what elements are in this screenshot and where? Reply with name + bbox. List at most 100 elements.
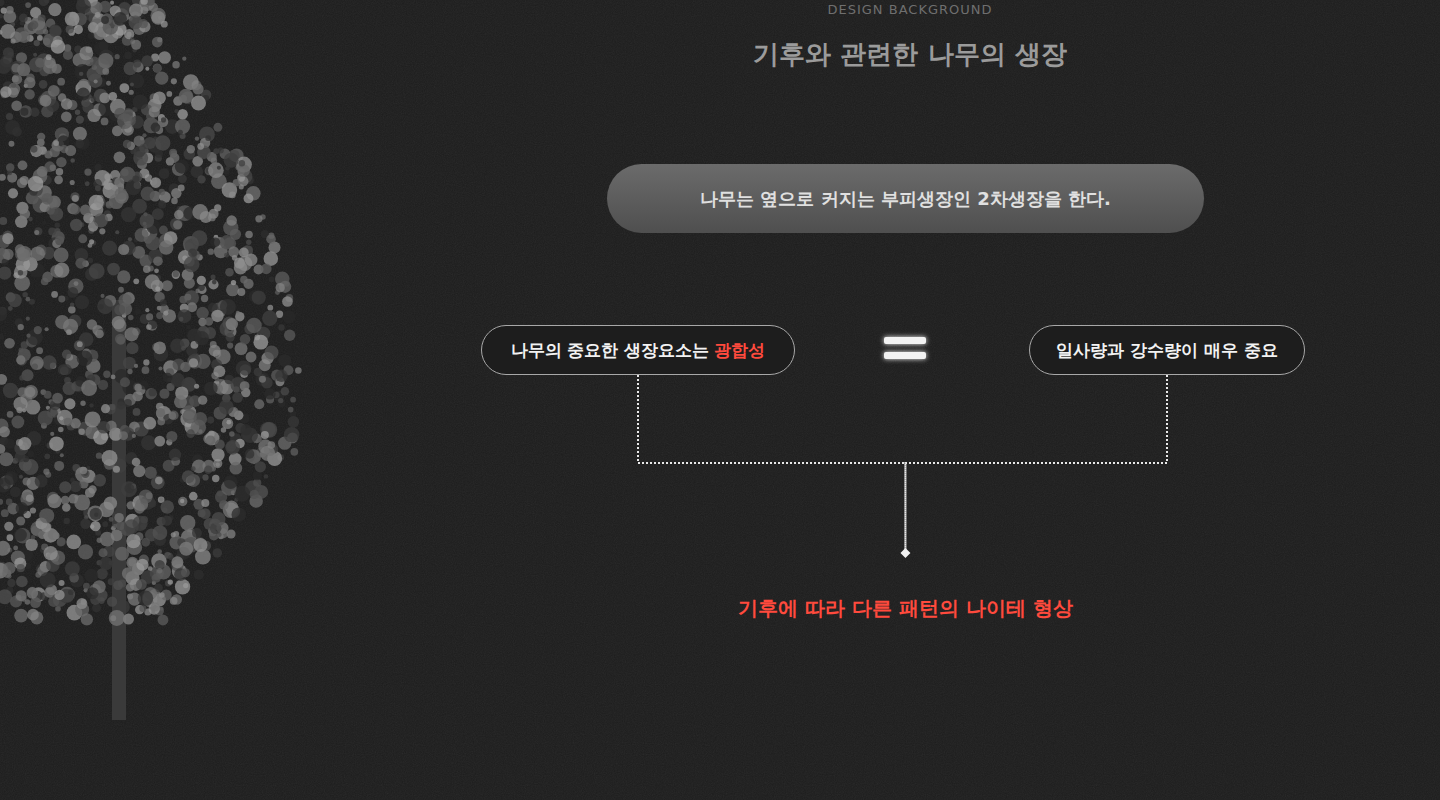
foliage: [65, 12, 80, 27]
foliage: [186, 429, 195, 438]
foliage: [153, 64, 162, 73]
foliage: [88, 485, 96, 493]
foliage: [18, 31, 30, 43]
factor-pill: 일사량과 강수량이 매우 중요: [1029, 325, 1305, 375]
foliage: [133, 278, 139, 284]
foliage: [118, 244, 129, 255]
foliage: [149, 389, 157, 397]
foliage: [192, 528, 202, 538]
foliage: [100, 294, 104, 298]
foliage: [119, 431, 128, 440]
foliage: [109, 561, 114, 566]
foliage: [191, 95, 206, 110]
foliage: [115, 230, 119, 234]
foliage: [171, 556, 183, 568]
foliage: [14, 529, 27, 542]
foliage: [88, 22, 99, 33]
foliage: [44, 161, 55, 172]
foliage: [0, 248, 5, 255]
foliage: [44, 453, 50, 459]
foliage: [13, 545, 18, 550]
foliage: [282, 296, 293, 307]
foliage: [109, 404, 115, 410]
foliage: [30, 145, 42, 157]
foliage: [59, 481, 71, 493]
foliage: [8, 306, 13, 311]
foliage: [118, 287, 124, 293]
foliage: [95, 330, 104, 339]
foliage: [163, 309, 177, 323]
foliage: [134, 503, 145, 514]
foliage: [98, 380, 108, 390]
foliage: [155, 71, 168, 84]
foliage: [275, 370, 287, 382]
foliage: [212, 512, 226, 526]
foliage: [98, 304, 103, 309]
section-label-text: DESIGN BACKGROUND: [827, 2, 992, 17]
foliage: [11, 83, 16, 88]
foliage: [18, 270, 23, 275]
foliage: [99, 93, 110, 104]
foliage: [261, 263, 272, 274]
foliage: [70, 303, 75, 308]
foliage: [52, 393, 63, 404]
foliage: [114, 304, 125, 315]
foliage: [9, 141, 15, 147]
foliage: [66, 329, 72, 335]
foliage: [213, 123, 222, 132]
foliage: [141, 55, 153, 67]
foliage: [169, 449, 181, 461]
foliage: [0, 374, 7, 385]
foliage: [226, 318, 238, 330]
foliage: [102, 68, 109, 75]
foliage: [156, 408, 165, 417]
foliage: [278, 398, 283, 403]
foliage: [146, 324, 152, 330]
foliage: [204, 382, 218, 396]
foliage: [123, 357, 136, 370]
foliage: [0, 217, 7, 225]
foliage: [114, 151, 126, 163]
foliage: [161, 117, 166, 122]
foliage: [96, 452, 102, 458]
foliage: [62, 503, 71, 512]
foliage: [130, 74, 145, 89]
foliage: [160, 500, 174, 514]
foliage: [208, 162, 224, 178]
highlight-text: 광합성: [714, 339, 765, 362]
foliage: [72, 195, 79, 202]
foliage: [120, 377, 130, 387]
foliage: [145, 67, 149, 71]
foliage: [30, 507, 36, 513]
foliage: [234, 261, 247, 274]
foliage: [5, 438, 15, 448]
foliage: [221, 427, 226, 432]
foliage: [67, 17, 74, 24]
foliage: [24, 77, 35, 88]
foliage: [40, 95, 52, 107]
foliage: [200, 508, 211, 519]
foliage: [149, 106, 160, 117]
foliage: [138, 591, 153, 606]
foliage: [240, 424, 251, 435]
foliage: [88, 243, 93, 248]
foliage: [129, 4, 143, 18]
foliage: [49, 436, 64, 451]
foliage: [234, 486, 250, 502]
foliage: [191, 466, 196, 471]
foliage: [77, 350, 93, 366]
foliage: [226, 215, 236, 225]
foliage: [122, 567, 135, 580]
foliage: [113, 580, 123, 590]
foliage: [192, 230, 208, 246]
foliage: [59, 416, 63, 420]
foliage: [57, 410, 72, 425]
equals-symbol: [884, 337, 926, 359]
foliage: [171, 188, 181, 198]
foliage: [6, 499, 13, 506]
foliage: [58, 427, 64, 433]
foliage: [30, 108, 39, 117]
foliage: [244, 193, 254, 203]
foliage: [155, 477, 163, 485]
foliage: [119, 83, 129, 93]
